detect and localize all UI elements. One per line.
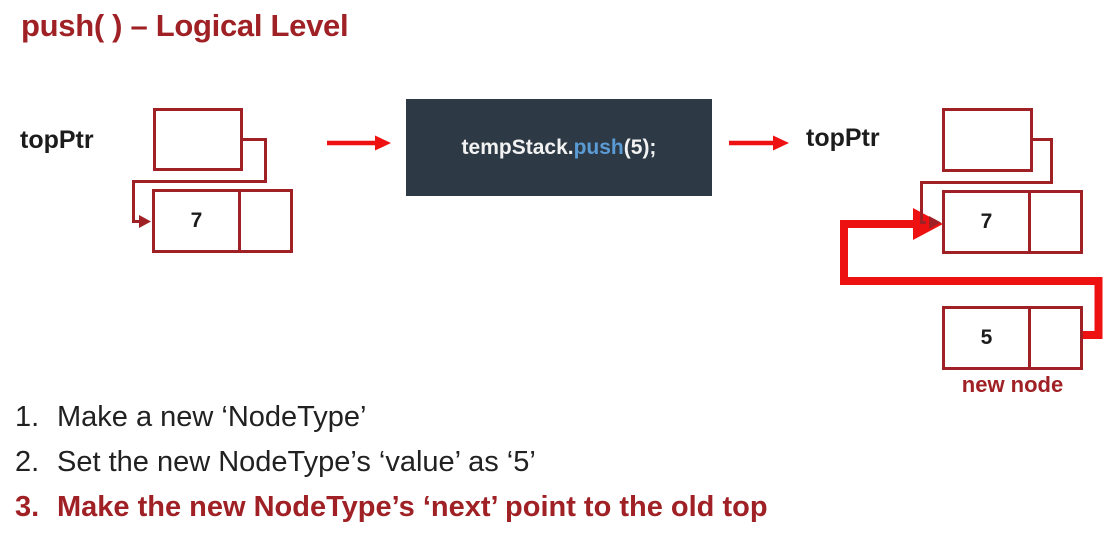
page-title: push( ) – Logical Level bbox=[21, 8, 349, 43]
step-number: 2. bbox=[15, 446, 40, 478]
right-old-node: 7 bbox=[942, 190, 1083, 254]
step-item-3: 3. Make the new NodeType’s ‘next’ point … bbox=[15, 490, 768, 525]
right-topptr-box bbox=[942, 108, 1033, 172]
left-topptr-box bbox=[153, 108, 243, 171]
right-old-node-value: 7 bbox=[945, 193, 1031, 251]
left-topptr-label: topPtr bbox=[20, 126, 94, 154]
step-text: Make a new ‘NodeType’ bbox=[57, 401, 367, 433]
steps-list: 1. Make a new ‘NodeType’ 2. Set the new … bbox=[15, 400, 768, 535]
left-node: 7 bbox=[152, 189, 293, 253]
right-topptr-label: topPtr bbox=[806, 124, 880, 152]
code-segment-method: push bbox=[573, 135, 624, 159]
left-node-value: 7 bbox=[155, 192, 241, 250]
right-topptr-connector-arrowhead-icon bbox=[929, 216, 941, 229]
step-item-2: 2. Set the new NodeType’s ‘value’ as ‘5’ bbox=[15, 445, 768, 480]
code-segment-object: tempStack. bbox=[461, 135, 574, 159]
left-node-next-field bbox=[241, 192, 290, 250]
right-new-node: 5 bbox=[942, 306, 1083, 370]
code-box: tempStack. push (5); bbox=[406, 99, 712, 196]
step-text: Make the new NodeType’s ‘next’ point to … bbox=[57, 491, 768, 523]
right-new-node-value: 5 bbox=[945, 309, 1031, 367]
right-new-node-next-field bbox=[1031, 309, 1080, 367]
new-node-caption: new node bbox=[961, 372, 1064, 397]
step-number: 3. bbox=[15, 491, 40, 523]
step-item-1: 1. Make a new ‘NodeType’ bbox=[15, 400, 768, 435]
step-text: Set the new NodeType’s ‘value’ as ‘5’ bbox=[57, 446, 536, 478]
code-segment-args: (5); bbox=[623, 135, 657, 159]
right-old-node-next-field bbox=[1031, 193, 1080, 251]
flow-arrow-left-arrowhead-icon bbox=[375, 135, 391, 151]
flow-arrow-right-arrowhead-icon bbox=[773, 135, 789, 151]
left-topptr-connector-arrowhead-icon bbox=[139, 215, 151, 228]
new-node-next-pointer-arrowhead-icon bbox=[913, 208, 943, 240]
step-number: 1. bbox=[15, 401, 40, 433]
